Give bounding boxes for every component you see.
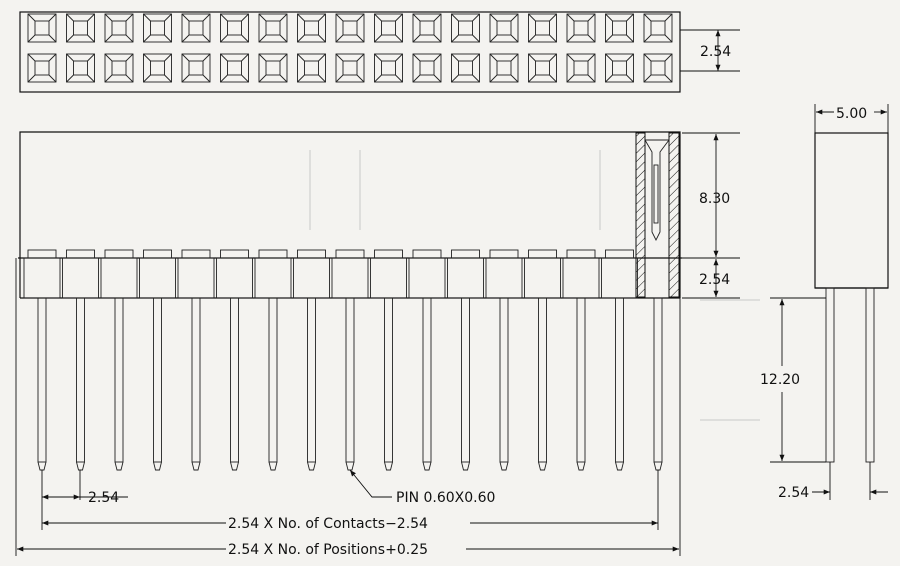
contact-cell xyxy=(258,53,288,83)
front-view: 8.30 2.54 2.54 PIN 0.60X0.60 2.54 X No. … xyxy=(15,131,740,558)
contact-cell xyxy=(220,13,249,43)
contact-cell xyxy=(297,13,326,43)
front-pin xyxy=(62,249,99,471)
pin-length-label: 12.20 xyxy=(760,372,800,388)
contact-cell xyxy=(374,13,403,43)
front-pin xyxy=(177,249,215,471)
top-view-outline xyxy=(19,11,681,93)
contact-cell xyxy=(104,13,134,43)
contacts-formula-label: 2.54 X No. of Contacts−2.54 xyxy=(228,516,428,532)
front-pin xyxy=(370,249,407,471)
contact-cell xyxy=(181,53,211,83)
front-pin xyxy=(139,249,176,471)
side-pin xyxy=(825,287,835,463)
contact-cell xyxy=(220,53,249,83)
contact-cell xyxy=(412,13,442,43)
body-height-label: 8.30 xyxy=(699,191,730,207)
contact-cell xyxy=(643,13,673,43)
side-pitch-label: 2.54 xyxy=(778,485,809,501)
background-artifacts xyxy=(309,150,760,421)
pin-callout-label: PIN 0.60X0.60 xyxy=(396,490,495,506)
positions-formula-label: 2.54 X No. of Positions+0.25 xyxy=(228,542,428,558)
front-pin xyxy=(408,249,446,471)
contact-cell xyxy=(605,13,634,43)
contact-cell xyxy=(181,13,211,43)
contact-cell xyxy=(489,53,519,83)
row-pitch-label: 2.54 xyxy=(700,44,731,60)
contact-cell xyxy=(66,53,95,83)
pin-pitch-label: 2.54 xyxy=(88,490,119,506)
contact-cell xyxy=(27,53,57,83)
side-pin xyxy=(865,287,875,463)
front-body-outline xyxy=(19,131,681,258)
front-view-pins xyxy=(23,249,663,471)
contact-cell xyxy=(451,13,480,43)
contact-cell xyxy=(374,53,403,83)
front-pin xyxy=(562,249,600,471)
contact-cell xyxy=(528,53,557,83)
contact-cell xyxy=(104,53,134,83)
front-pin xyxy=(254,249,292,471)
contact-cell xyxy=(566,13,596,43)
side-view: 5.00 12.20 2.54 xyxy=(760,104,889,501)
front-pin xyxy=(216,249,253,471)
front-pin xyxy=(447,249,484,471)
contact-cell xyxy=(143,13,172,43)
base-height-label: 2.54 xyxy=(699,272,730,288)
contact-cell xyxy=(605,53,634,83)
contact-cell xyxy=(297,53,326,83)
front-pin xyxy=(653,297,663,471)
front-pin xyxy=(331,249,369,471)
contact-cell xyxy=(489,13,519,43)
front-pin xyxy=(293,249,330,471)
contact-cell xyxy=(66,13,95,43)
contact-cell xyxy=(528,13,557,43)
front-pin xyxy=(485,249,523,471)
front-pin xyxy=(524,249,561,471)
front-pin xyxy=(23,249,61,471)
side-width-label: 5.00 xyxy=(836,106,867,122)
side-body-outline xyxy=(814,132,889,289)
contact-cell xyxy=(335,53,365,83)
contact-cell xyxy=(143,53,172,83)
top-view-contact-cells xyxy=(27,13,673,83)
contact-cell xyxy=(258,13,288,43)
front-pin xyxy=(100,249,138,471)
contact-cell xyxy=(566,53,596,83)
pin-callout-leader xyxy=(349,469,392,498)
contact-cell xyxy=(335,13,365,43)
contact-cell xyxy=(451,53,480,83)
top-view: 2.54 xyxy=(19,11,740,93)
contact-cell xyxy=(412,53,442,83)
contact-cell xyxy=(27,13,57,43)
section-view-contact xyxy=(635,132,680,298)
front-pin xyxy=(601,249,638,471)
contact-cell xyxy=(643,53,673,83)
